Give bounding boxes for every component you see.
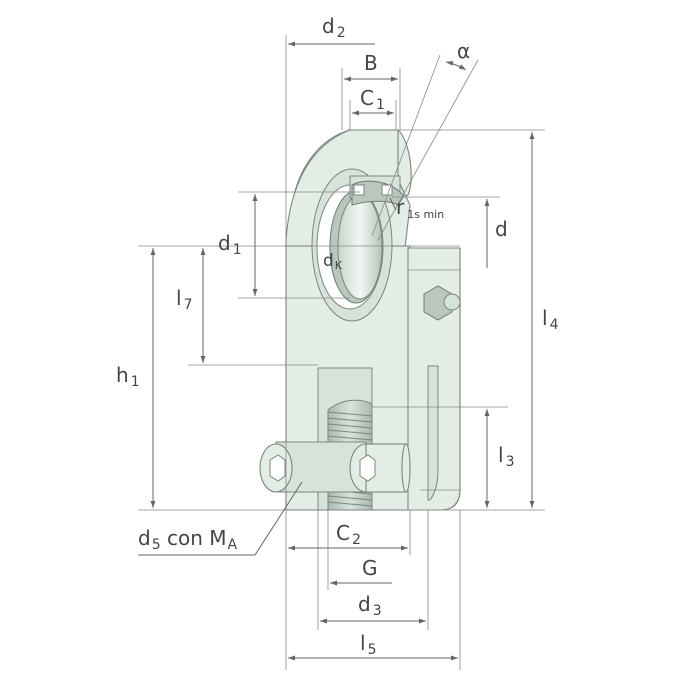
thread-line [327,423,373,429]
nipple-hex [423,285,453,321]
thread-line [327,495,373,501]
nipple-tip [443,293,461,311]
thread-line [327,417,373,423]
hex-socket-left [269,454,286,482]
thread-line [327,501,373,507]
thread-line [327,435,373,441]
label-G: G [362,556,378,580]
label-alpha: α [457,39,470,63]
spherical-bearing [311,168,405,322]
label-d: d [495,217,508,241]
dimension-lines [138,41,535,661]
hex-socket-right [359,454,376,482]
dim-alpha [445,60,467,71]
label-dK: dK [323,251,343,272]
label-B: B [364,51,378,75]
dim-r1smin [389,197,397,211]
spherical-ball [337,194,383,300]
thread-line [327,429,373,435]
dim-d5-leader [138,481,303,556]
label-d5-con-MA: d5 con MA [138,526,238,553]
extension-lines [138,35,545,670]
clamp-bolt [259,441,411,493]
clamp-slot [427,365,439,501]
grease-nipple [423,285,461,321]
thread-line [327,411,373,417]
